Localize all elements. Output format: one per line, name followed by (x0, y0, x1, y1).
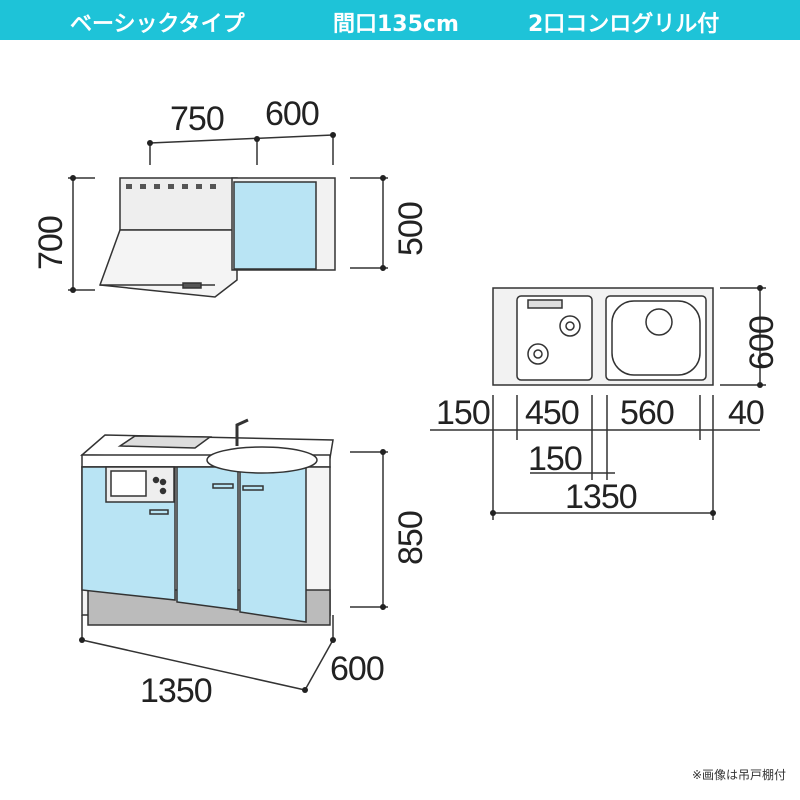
base-depth-label: 600 (330, 650, 384, 688)
type-label: ベーシックタイプ (70, 12, 245, 37)
dim-450: 450 (525, 394, 579, 432)
dim-150-left: 150 (436, 394, 490, 432)
cabinet-height-label: 500 (392, 202, 430, 256)
header-bar: ベーシックタイプ 間口135cm 2口コンログリル付 (0, 0, 800, 40)
width-label: 間口135cm (333, 12, 459, 37)
cabinet-width-label: 600 (265, 95, 319, 133)
dim-150-gap: 150 (528, 440, 582, 478)
image-note: ※画像は吊戸棚付 (691, 768, 786, 782)
stove-label: 2口コンログリル付 (528, 12, 720, 37)
base-height-label: 850 (392, 511, 430, 565)
top-total-width-label: 1350 (565, 478, 637, 516)
hood-height-label: 700 (32, 216, 70, 270)
range-hood (98, 177, 238, 298)
top-view (430, 287, 766, 520)
base-cabinet (80, 418, 388, 691)
dim-40: 40 (728, 394, 764, 432)
top-depth-label: 600 (743, 316, 781, 370)
wall-cabinet (231, 177, 336, 271)
dim-560: 560 (620, 394, 674, 432)
hood-width-label: 750 (170, 100, 224, 138)
base-width-label: 1350 (140, 672, 212, 710)
